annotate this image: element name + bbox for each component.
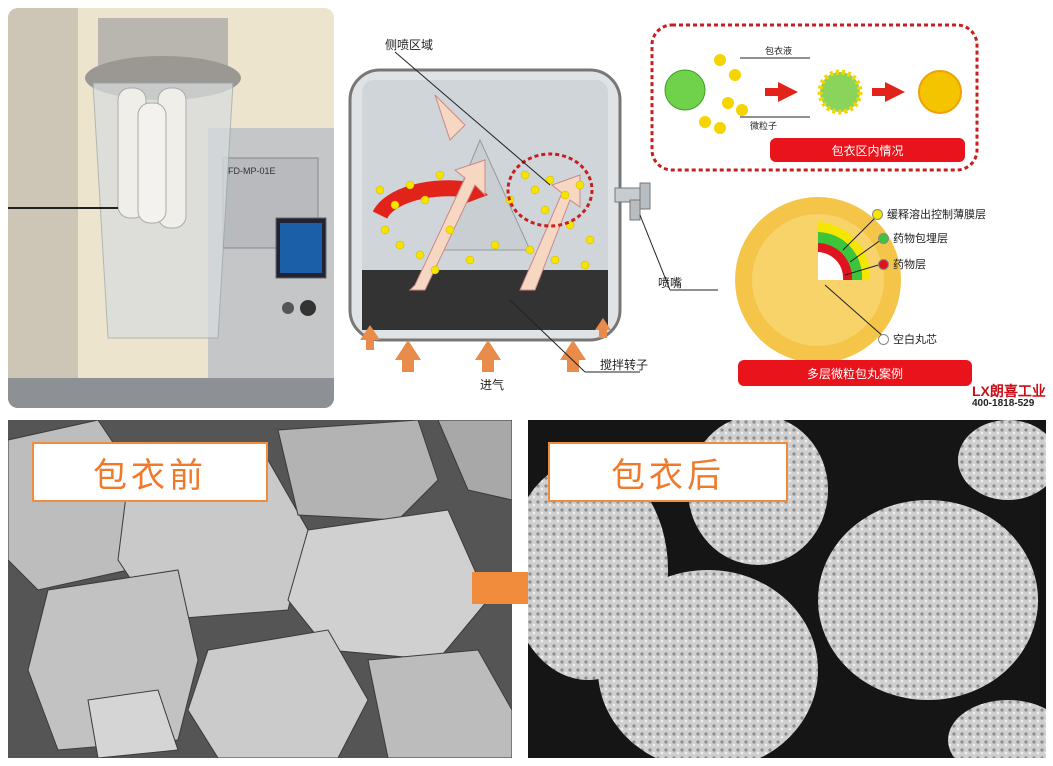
brand-phone: 400-1818-529 (972, 398, 1035, 409)
layer-legend-2: 药物包埋层 (878, 230, 948, 246)
air-in-label: 进气 (480, 378, 505, 392)
layer-swatch-yellow (872, 208, 883, 220)
layer-label: 缓释溶出控制薄膜层 (887, 208, 986, 221)
coating-zone-banner: 包衣区内情况 (770, 138, 965, 162)
after-label: 包衣后 (548, 442, 788, 502)
coating-liquid-label: 包衣液 (765, 47, 793, 57)
case-banner: 多层微粒包丸案例 (738, 360, 972, 386)
process-schematic (348, 23, 979, 373)
coating-machine-illustration: FD-MP-01E (8, 8, 334, 408)
layer-label: 药物包埋层 (893, 232, 948, 245)
layer-legend-1: 缓释溶出控制薄膜层 (872, 206, 986, 222)
layer-legend-3: 药物层 (878, 256, 926, 272)
layer-swatch-green (878, 232, 889, 244)
layer-label: 药物层 (893, 258, 926, 271)
uncoated-crystals (8, 420, 512, 758)
sem-image-before: 包衣前 (8, 420, 512, 758)
rotor-label: 搅拌转子 (600, 358, 649, 372)
layer-swatch-red (878, 258, 889, 270)
side-spray-label: 侧喷区域 (385, 38, 434, 52)
coating-process-diagram: 侧喷区域 喷嘴 搅拌转子 进气 包衣液 微粒子 包衣区内情况 多层微粒包丸案例 … (340, 0, 1053, 410)
machine-photo: FD-MP-01E (8, 8, 334, 408)
particle-label: 微粒子 (750, 122, 778, 132)
brand-logo: LX朗喜工业 (972, 381, 1046, 401)
sem-image-after: 包衣后 (528, 420, 1046, 758)
svg-text:FD-MP-01E: FD-MP-01E (228, 166, 276, 176)
before-label: 包衣前 (32, 442, 268, 502)
layer-legend-4: 空白丸芯 (878, 331, 937, 347)
nozzle-label: 喷嘴 (658, 276, 683, 290)
layer-swatch-white (878, 333, 889, 345)
brand-logo-text: LX朗喜工业 (972, 383, 1046, 399)
layer-label: 空白丸芯 (893, 333, 937, 346)
